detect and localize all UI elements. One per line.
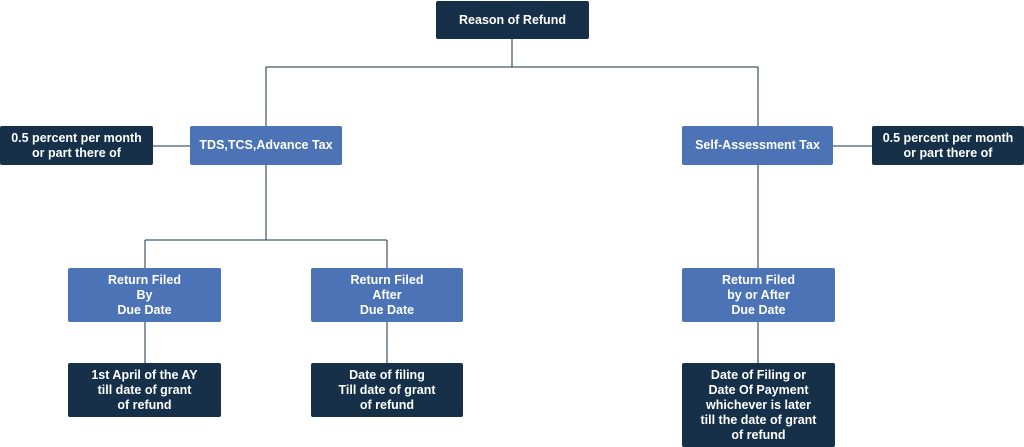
left-child-1-result-node: 1st April of the AY till date of grant o… (68, 363, 221, 417)
right-child-result-node: Date of Filing or Date Of Payment whiche… (682, 363, 835, 447)
root-node: Reason of Refund (436, 1, 589, 39)
left-child-2-node: Return Filed After Due Date (311, 268, 463, 322)
left-branch-node: TDS,TCS,Advance Tax (190, 126, 342, 165)
right-child-node: Return Filed by or After Due Date (682, 268, 835, 322)
left-note-node: 0.5 percent per month or part there of (0, 126, 153, 165)
right-note-node: 0.5 percent per month or part there of (872, 126, 1024, 165)
left-child-1-node: Return Filed By Due Date (68, 268, 221, 322)
left-child-2-result-node: Date of filing Till date of grant of ref… (311, 363, 463, 417)
right-branch-node: Self-Assessment Tax (682, 126, 833, 165)
